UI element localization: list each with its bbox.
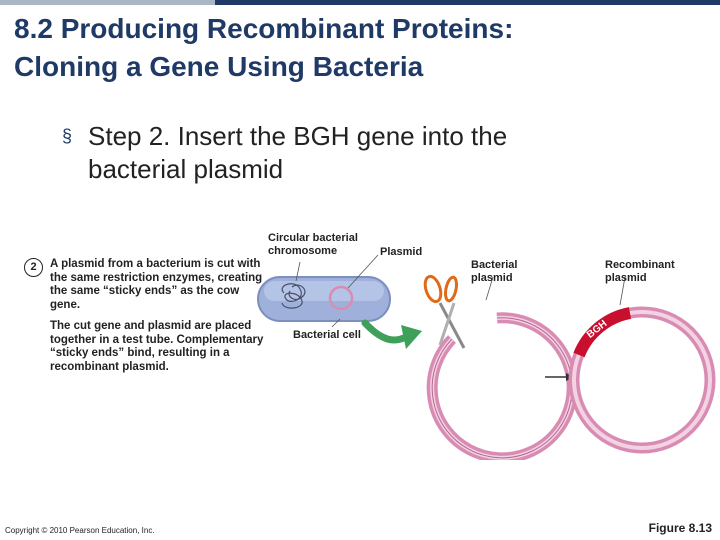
bullet-text: Step 2. Insert the BGH gene into the bac… [88, 120, 608, 186]
bullet-symbol: § [62, 126, 73, 146]
step-number-badge: 2 [24, 258, 43, 277]
bullet-text-line1: Step 2. Insert the BGH gene into the [88, 121, 508, 151]
bacterial-cell [257, 276, 391, 322]
figure-reference: Figure 8.13 [648, 521, 712, 535]
top-accent-bar-light [0, 0, 215, 5]
label-pointer-lines [295, 254, 626, 328]
label-recombinant-plasmid: Recombinant plasmid [605, 259, 675, 284]
figure-illustration [257, 254, 716, 460]
caption-paragraph-2: The cut gene and plasmid are placed toge… [50, 320, 264, 373]
figure-caption: A plasmid from a bacterium is cut with t… [50, 258, 265, 382]
plasmid-in-cell [328, 285, 354, 311]
label-circular-chromosome: Circular bacterial chromosome [268, 232, 358, 257]
bacterial-chromosome [281, 283, 306, 309]
slide-title-line2: Cloning a Gene Using Bacteria [14, 51, 424, 82]
top-accent-bar-dark [215, 0, 720, 5]
slide-title: 8.2 Producing Recombinant Proteins: Clon… [14, 10, 513, 86]
bullet-text-line2: bacterial plasmid [88, 154, 284, 184]
scissors-icon [423, 274, 466, 349]
label-bacterial-plasmid: Bacterial plasmid [471, 259, 518, 284]
transfer-arrow-icon [361, 319, 422, 349]
copyright-notice: Copyright © 2010 Pearson Education, Inc. [5, 526, 155, 535]
recombinant-plasmid-ring [568, 306, 716, 454]
bacterial-plasmid-ring [426, 312, 578, 460]
slide-title-line1: 8.2 Producing Recombinant Proteins: [14, 13, 514, 44]
caption-paragraph-1: A plasmid from a bacterium is cut with t… [50, 258, 263, 311]
label-plasmid: Plasmid [380, 246, 423, 258]
label-bacterial-cell: Bacterial cell [293, 329, 361, 341]
